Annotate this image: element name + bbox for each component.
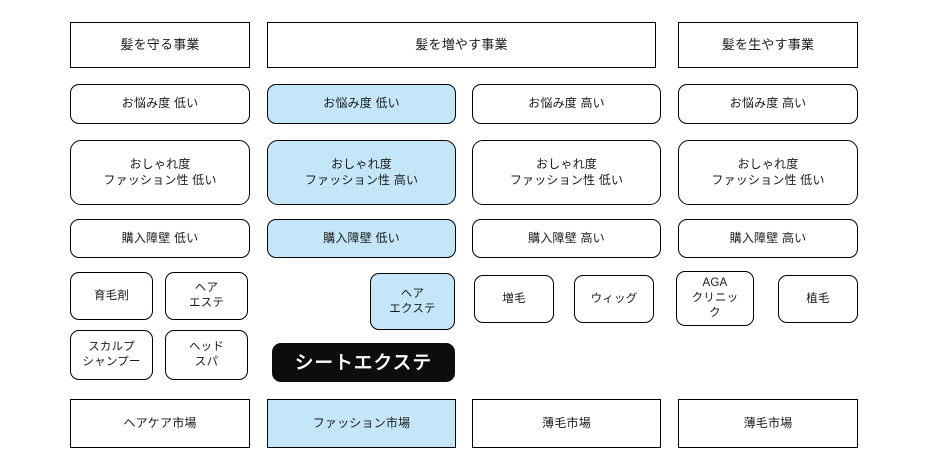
product-box-aga-clinic[interactable]: AGA クリニッ ク bbox=[676, 271, 754, 326]
market-box-4[interactable]: 薄毛市場 bbox=[678, 399, 858, 448]
product-box-scalp-shampoo[interactable]: スカルプ シャンプー bbox=[70, 330, 153, 380]
purchase-barrier-box-4[interactable]: 購入障壁 高い bbox=[678, 219, 858, 258]
product-box-shokumou[interactable]: 植毛 bbox=[778, 275, 858, 323]
feature-box-sheet-extension[interactable]: シートエクステ bbox=[272, 343, 455, 382]
market-box-3[interactable]: 薄毛市場 bbox=[472, 399, 661, 448]
product-box-hair-extension[interactable]: ヘア エクステ bbox=[370, 273, 455, 330]
market-box-1[interactable]: ヘアケア市場 bbox=[70, 399, 250, 448]
purchase-barrier-box-3[interactable]: 購入障壁 高い bbox=[472, 219, 661, 258]
product-box-ikumouzai[interactable]: 育毛剤 bbox=[70, 272, 153, 320]
business-title-box-3[interactable]: 髪を生やす事業 bbox=[678, 22, 858, 68]
purchase-barrier-box-2[interactable]: 購入障壁 低い bbox=[267, 219, 456, 258]
fashion-level-box-3[interactable]: おしゃれ度 ファッション性 低い bbox=[472, 140, 661, 205]
product-box-wig[interactable]: ウィッグ bbox=[574, 275, 654, 323]
product-box-hair-esthe[interactable]: ヘア エステ bbox=[165, 272, 248, 320]
business-title-box-1[interactable]: 髪を守る事業 bbox=[70, 22, 250, 68]
worry-level-box-2[interactable]: お悩み度 低い bbox=[267, 84, 456, 124]
fashion-level-box-1[interactable]: おしゃれ度 ファッション性 低い bbox=[70, 140, 250, 205]
market-box-2[interactable]: ファッション市場 bbox=[267, 399, 456, 448]
fashion-level-box-2[interactable]: おしゃれ度 ファッション性 高い bbox=[267, 140, 456, 205]
worry-level-box-4[interactable]: お悩み度 高い bbox=[678, 84, 858, 124]
purchase-barrier-box-1[interactable]: 購入障壁 低い bbox=[70, 219, 250, 258]
business-title-box-2[interactable]: 髪を増やす事業 bbox=[267, 22, 656, 68]
product-box-zoumou[interactable]: 増毛 bbox=[474, 275, 554, 323]
fashion-level-box-4[interactable]: おしゃれ度 ファッション性 低い bbox=[678, 140, 858, 205]
worry-level-box-1[interactable]: お悩み度 低い bbox=[70, 84, 250, 124]
product-box-head-spa[interactable]: ヘッド スパ bbox=[165, 330, 248, 380]
worry-level-box-3[interactable]: お悩み度 高い bbox=[472, 84, 661, 124]
